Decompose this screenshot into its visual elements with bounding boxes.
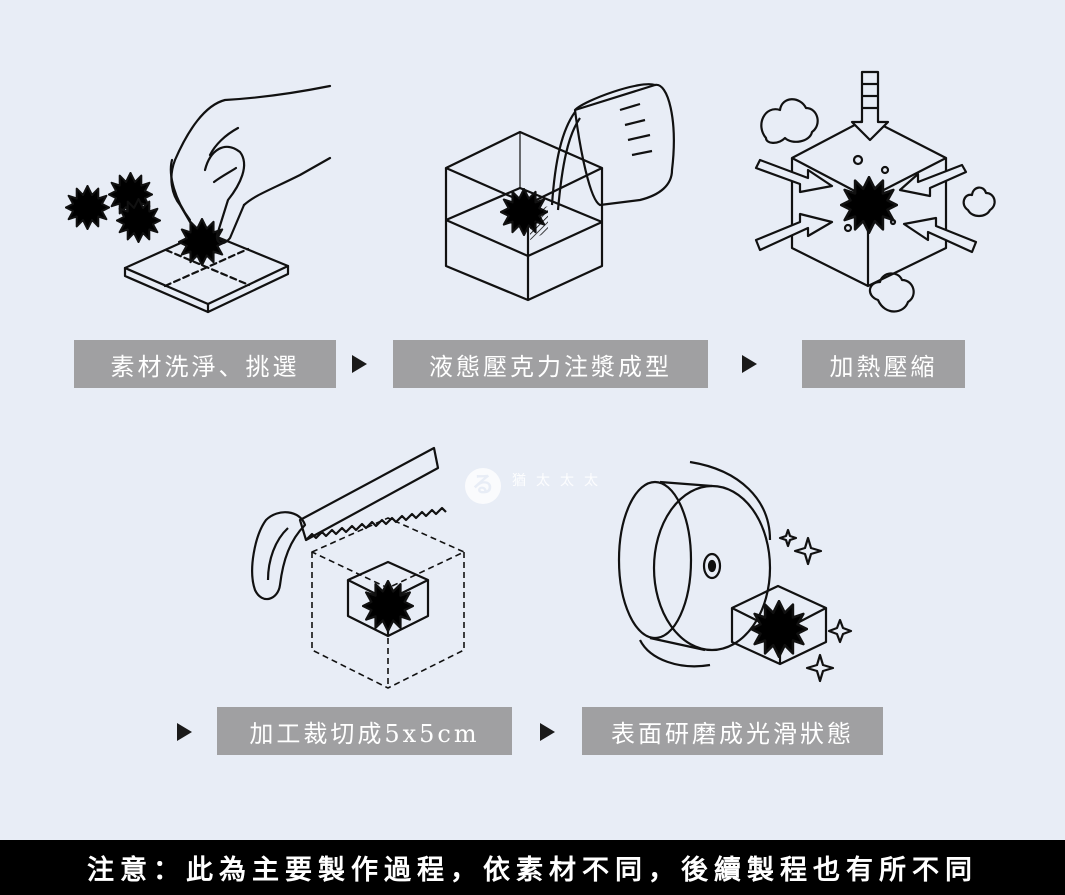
step-label-compress: 加熱壓縮 — [802, 340, 965, 388]
flow-arrow-icon — [352, 355, 367, 373]
watermark-text: 猶太太太 — [512, 473, 608, 489]
footer-note: 注意：此為主要製作過程，依素材不同，後續製程也有所不同 — [0, 840, 1065, 895]
flow-arrow-icon — [177, 723, 192, 741]
illustration-heat-compress — [754, 70, 996, 313]
flow-arrow-icon — [540, 723, 555, 741]
watermark-logo-icon: る — [465, 468, 501, 504]
step-label-polish: 表面研磨成光滑狀態 — [582, 707, 883, 755]
step-label-cut: 加工裁切成5x5cm — [217, 707, 512, 755]
illustration-cutting — [251, 446, 465, 689]
illustration-polishing — [617, 460, 853, 683]
step-label-pour: 液態壓克力注漿成型 — [393, 340, 708, 388]
step-label-select: 素材洗淨、挑選 — [74, 340, 336, 388]
illustration-pour-acrylic — [444, 83, 675, 302]
illustration-select-material — [65, 84, 332, 314]
flow-arrow-icon — [742, 355, 757, 373]
